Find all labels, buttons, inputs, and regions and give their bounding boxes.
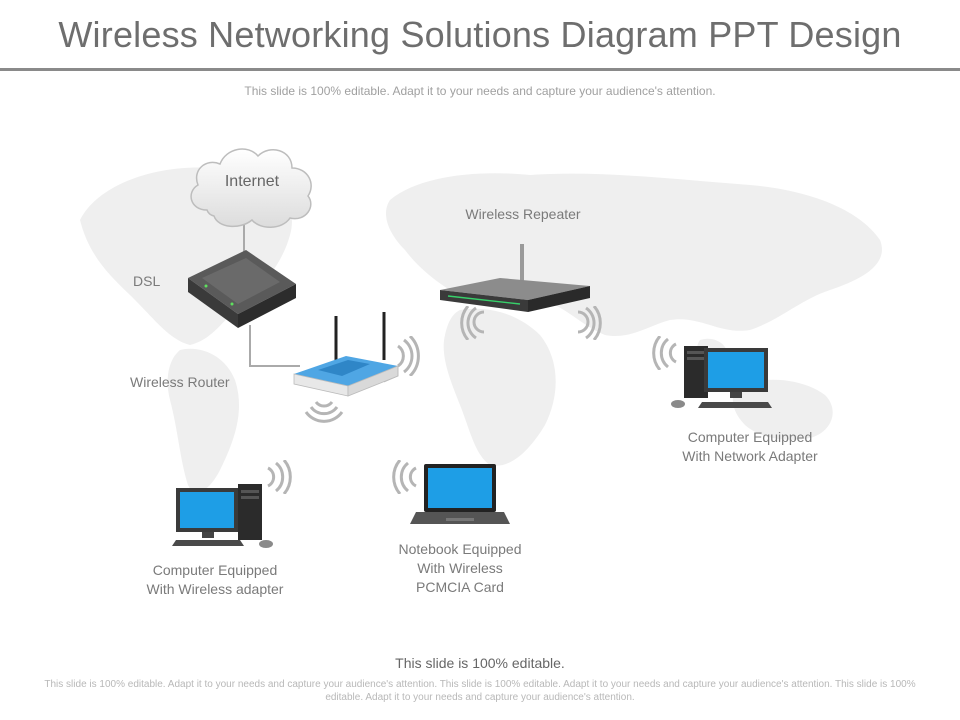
pc-wireless-adapter-text: Computer Equipped With Wireless adapter (146, 562, 284, 597)
pc-wireless-signal-icon (267, 460, 292, 494)
wireless-repeater-icon (440, 244, 590, 312)
desktop-pc-network-icon (671, 346, 772, 408)
internet-cloud-icon (190, 148, 312, 228)
notebook-label: Notebook Equipped With Wireless PCMCIA C… (375, 540, 545, 597)
notebook-icon (410, 464, 510, 524)
dsl-modem-icon (188, 250, 296, 328)
dsl-label: DSL (133, 273, 161, 289)
pc-network-adapter-label: Computer Equipped With Network Adapter (650, 428, 850, 466)
footer-small-text: This slide is 100% editable. Adapt it to… (44, 679, 916, 703)
desktop-pc-wireless-icon (172, 484, 273, 548)
router-signal-icon (397, 336, 420, 376)
slide-subtitle: This slide is 100% editable. Adapt it to… (244, 84, 716, 98)
repeater-signal-right-icon (577, 306, 602, 340)
footer-editable-note: This slide is 100% editable. (395, 655, 565, 671)
slide-title: Wireless Networking Solutions Diagram PP… (58, 14, 902, 55)
pc-network-adapter-text: Computer Equipped With Network Adapter (682, 429, 818, 464)
notebook-text: Notebook Equipped With Wireless PCMCIA C… (398, 541, 522, 595)
pc-wireless-adapter-label: Computer Equipped With Wireless adapter (120, 561, 310, 599)
title-divider (0, 68, 960, 71)
repeater-signal-left-icon (460, 306, 485, 340)
internet-label: Internet (224, 173, 280, 190)
wireless-repeater-label: Wireless Repeater (465, 206, 581, 222)
router-signal-down-icon (304, 400, 344, 423)
pc-network-signal-icon (652, 336, 677, 370)
notebook-signal-icon (392, 460, 417, 494)
wireless-router-icon (293, 312, 399, 397)
wireless-router-label: Wireless Router (130, 374, 230, 390)
